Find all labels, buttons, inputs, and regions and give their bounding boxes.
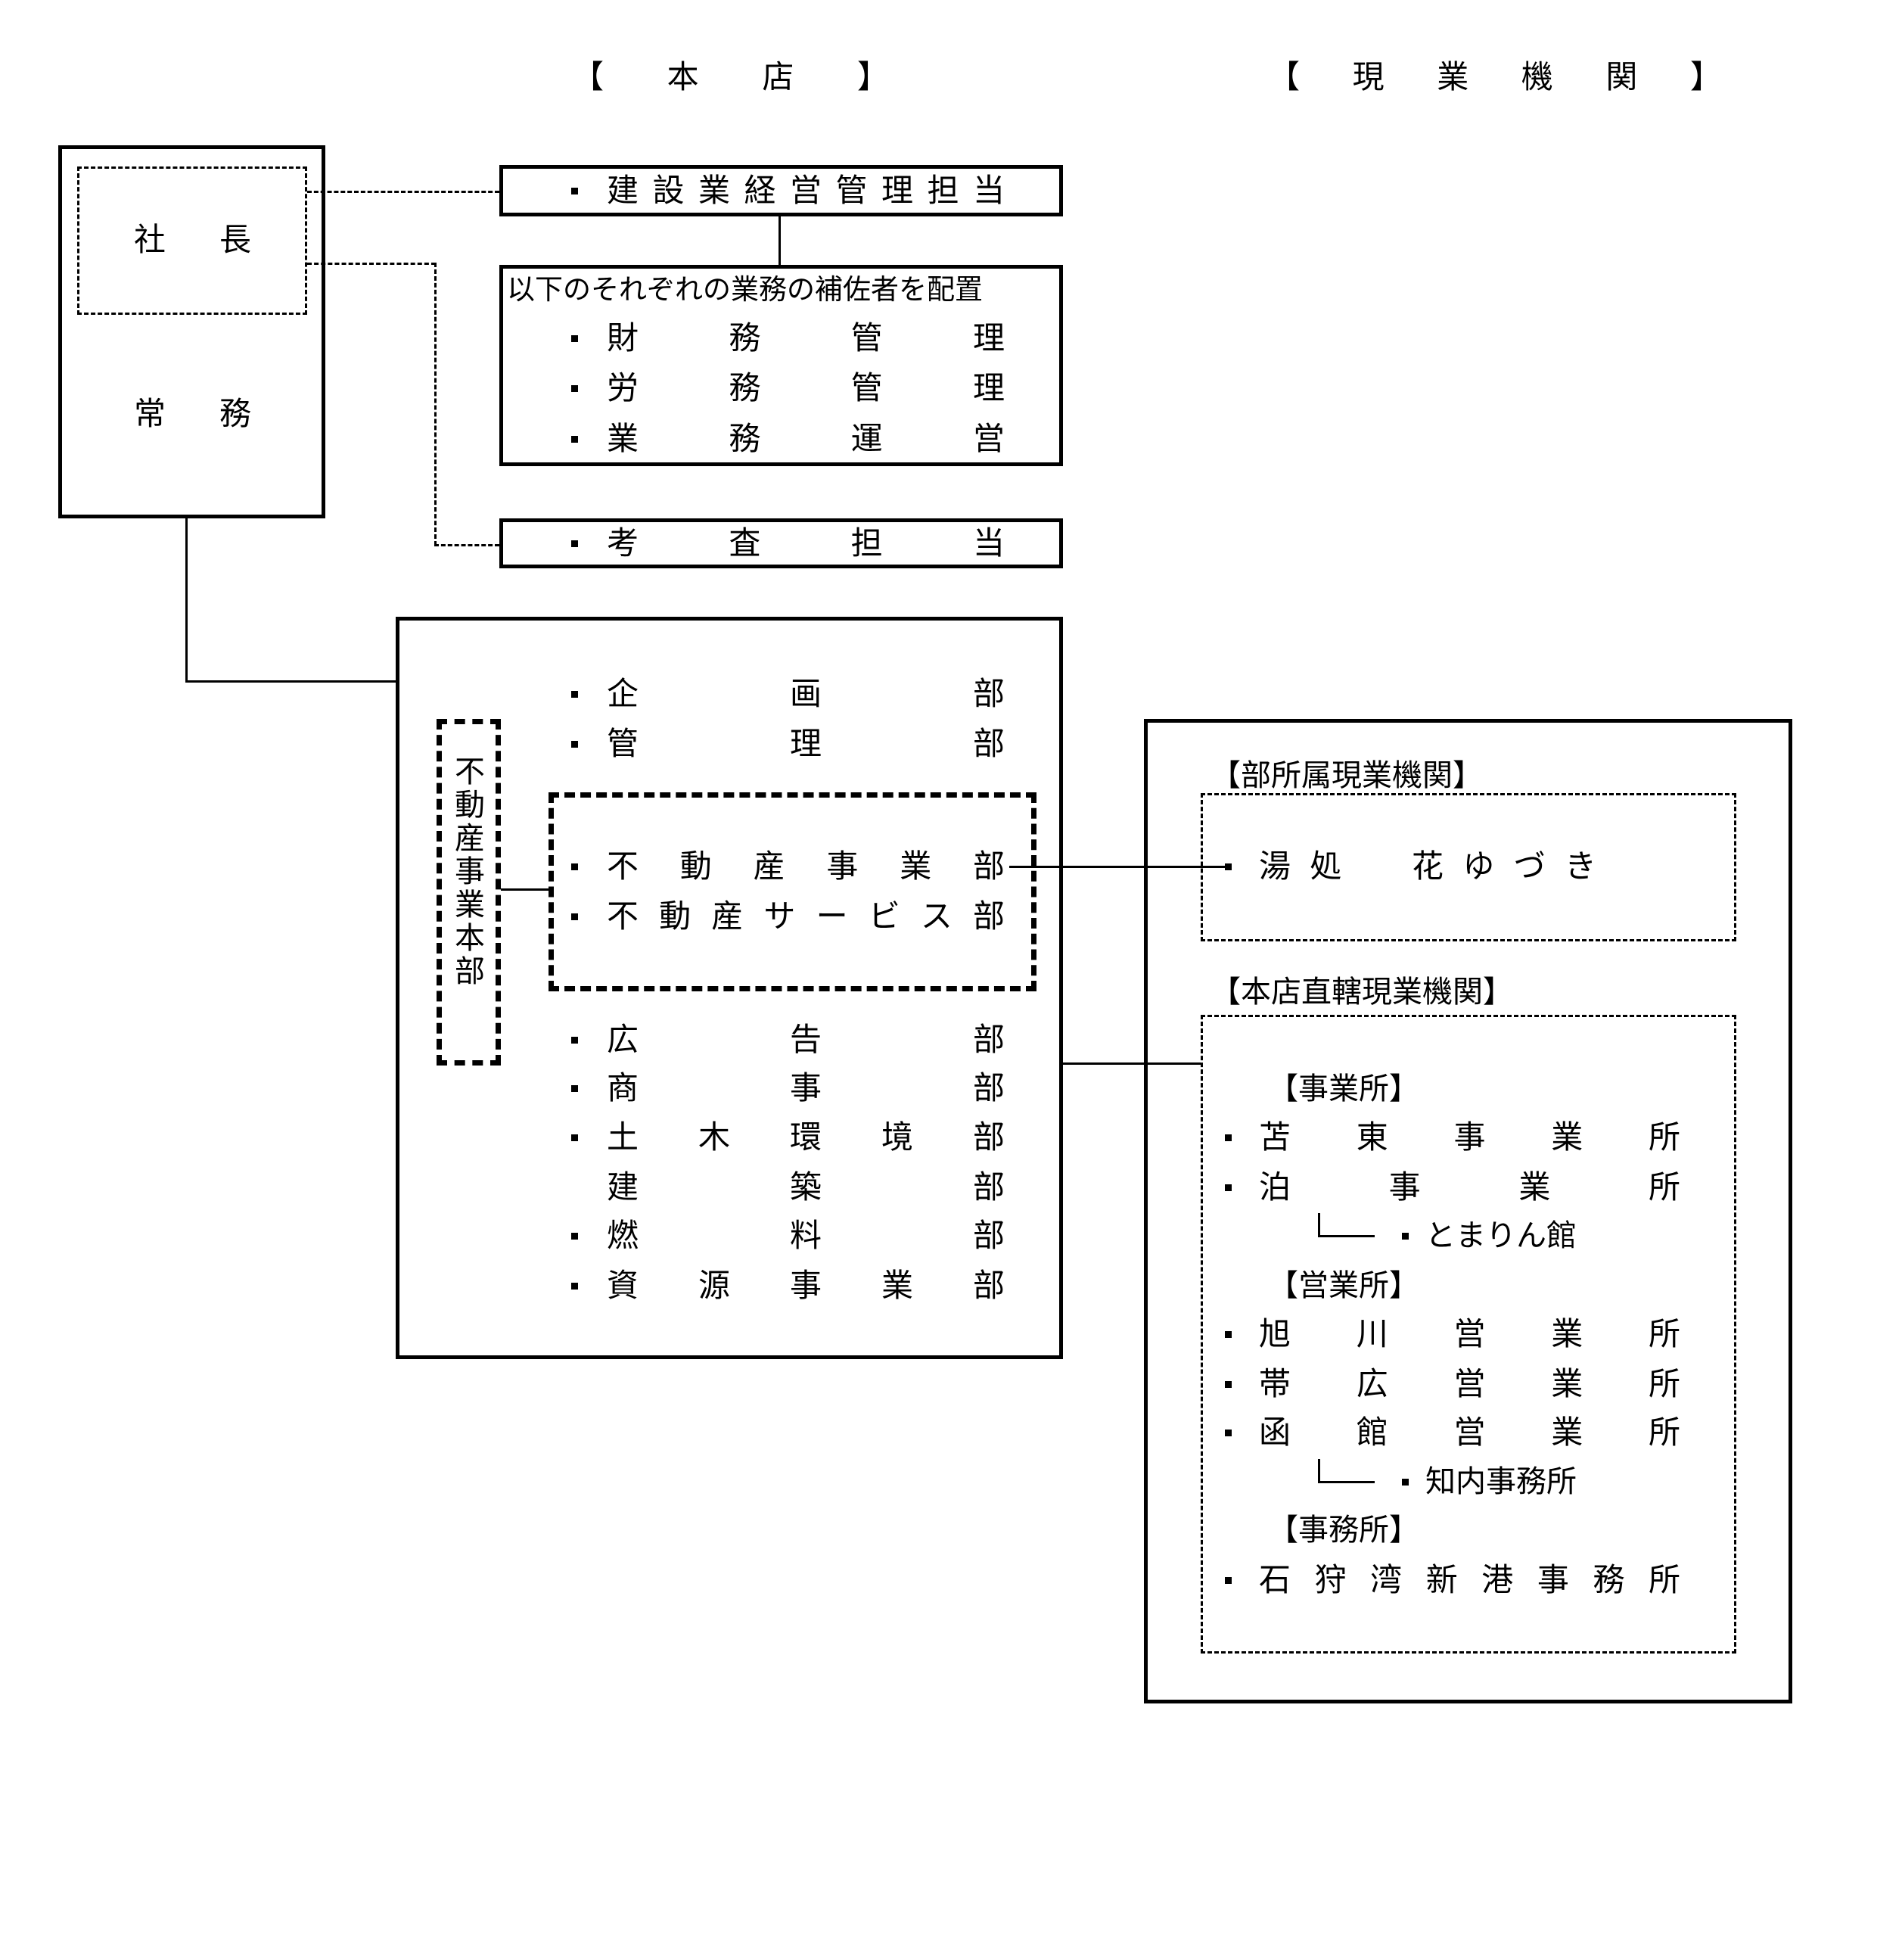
branch-line bbox=[1318, 1459, 1320, 1482]
field-sub-item: 知内事務所 bbox=[1425, 1464, 1577, 1499]
branch-line bbox=[1318, 1213, 1320, 1236]
connector-line bbox=[501, 888, 549, 891]
bullet-icon bbox=[571, 335, 578, 342]
branch-line bbox=[1318, 1481, 1375, 1483]
bullet-icon bbox=[571, 863, 578, 870]
real-estate-hq-box bbox=[437, 719, 501, 1066]
department-item: 商事部 bbox=[607, 1069, 1005, 1106]
assistants-box bbox=[499, 265, 1063, 466]
dashed-connector bbox=[307, 191, 499, 193]
assistants-title: 以下のそれぞれの業務の補佐者を配置 bbox=[507, 273, 983, 306]
department-item: 管理部 bbox=[607, 725, 1005, 762]
department-item: 広告部 bbox=[607, 1021, 1005, 1058]
header-gengyo-kikan: 【現業機関】 bbox=[1268, 58, 1722, 95]
connector-line bbox=[779, 216, 781, 265]
president-box bbox=[77, 166, 307, 315]
direct-field-label: 【本店直轄現業機関】 bbox=[1211, 975, 1513, 1010]
bullet-icon bbox=[1402, 1233, 1409, 1240]
real-estate-group-box bbox=[549, 792, 1036, 991]
eigyosho-label: 【営業所】 bbox=[1268, 1268, 1419, 1303]
dashed-connector bbox=[434, 263, 437, 546]
bullet-icon bbox=[571, 691, 578, 698]
department-item: 土木環境部 bbox=[607, 1118, 1005, 1156]
jigyosho-label: 【事業所】 bbox=[1268, 1072, 1419, 1106]
field-item: 泊事業所 bbox=[1259, 1168, 1680, 1206]
real-estate-hq-label: 不動産事業本部 bbox=[449, 755, 484, 988]
bullet-icon bbox=[571, 1233, 578, 1240]
bullet-icon bbox=[571, 1283, 578, 1290]
dept-field-item: 湯処 花ゆづき bbox=[1259, 848, 1596, 885]
bullet-icon bbox=[1225, 1331, 1232, 1338]
field-item: 苫東事業所 bbox=[1259, 1118, 1680, 1156]
field-item: 石狩湾新港事務所 bbox=[1259, 1561, 1680, 1598]
department-item: 不動産事業部 bbox=[607, 848, 1005, 885]
bullet-icon bbox=[1225, 1134, 1232, 1141]
bullet-icon bbox=[571, 913, 578, 920]
assistant-item: 労務管理 bbox=[607, 369, 1005, 406]
jimusho-label: 【事務所】 bbox=[1268, 1513, 1419, 1548]
field-sub-item: とまりん館 bbox=[1425, 1218, 1577, 1253]
dept-field-box bbox=[1201, 793, 1736, 941]
assistant-item: 業務運営 bbox=[607, 420, 1005, 457]
bullet-icon bbox=[1225, 1381, 1232, 1388]
header-honten: 【本店】 bbox=[572, 58, 889, 95]
managing-director-label: 常務 bbox=[134, 395, 251, 432]
bullet-icon bbox=[571, 188, 578, 194]
connector-line bbox=[1063, 1062, 1201, 1065]
audit-box bbox=[499, 518, 1063, 568]
bullet-icon bbox=[571, 1037, 578, 1044]
bullet-icon bbox=[571, 1134, 578, 1141]
bullet-icon bbox=[571, 1085, 578, 1092]
departments-box bbox=[396, 617, 1063, 1359]
audit-label: 考査担当 bbox=[607, 524, 1005, 562]
connector-line bbox=[185, 680, 396, 683]
bullet-icon bbox=[1402, 1479, 1409, 1486]
department-item: 企画部 bbox=[607, 675, 1005, 712]
field-item: 旭川営業所 bbox=[1259, 1315, 1680, 1352]
construction-management-box bbox=[499, 165, 1063, 216]
bullet-icon bbox=[571, 436, 578, 443]
dept-field-label: 【部所属現業機関】 bbox=[1211, 758, 1483, 793]
executive-box bbox=[58, 145, 325, 518]
bullet-icon bbox=[1225, 1184, 1232, 1191]
branch-line bbox=[1318, 1235, 1375, 1237]
bullet-icon bbox=[571, 741, 578, 748]
bullet-icon bbox=[1225, 1577, 1232, 1584]
dashed-connector bbox=[307, 263, 436, 265]
department-item: 建築部 bbox=[607, 1168, 1005, 1206]
department-item: 資源事業部 bbox=[607, 1267, 1005, 1304]
assistant-item: 財務管理 bbox=[607, 319, 1005, 356]
department-item: 燃料部 bbox=[607, 1217, 1005, 1254]
department-item: 不動産サービス部 bbox=[607, 898, 1005, 935]
dashed-connector bbox=[434, 544, 499, 546]
connector-line bbox=[185, 518, 188, 682]
direct-field-box bbox=[1201, 1015, 1736, 1654]
field-organizations-box bbox=[1144, 719, 1792, 1703]
field-item: 帯広営業所 bbox=[1259, 1365, 1680, 1402]
construction-management-label: 建設業経営管理担当 bbox=[607, 172, 1005, 209]
connector-line bbox=[1009, 866, 1227, 868]
bullet-icon bbox=[1225, 1430, 1232, 1436]
bullet-icon bbox=[571, 540, 578, 547]
field-item: 函館営業所 bbox=[1259, 1414, 1680, 1451]
bullet-icon bbox=[571, 385, 578, 392]
president-label: 社長 bbox=[134, 221, 251, 258]
bullet-icon bbox=[1225, 863, 1232, 870]
